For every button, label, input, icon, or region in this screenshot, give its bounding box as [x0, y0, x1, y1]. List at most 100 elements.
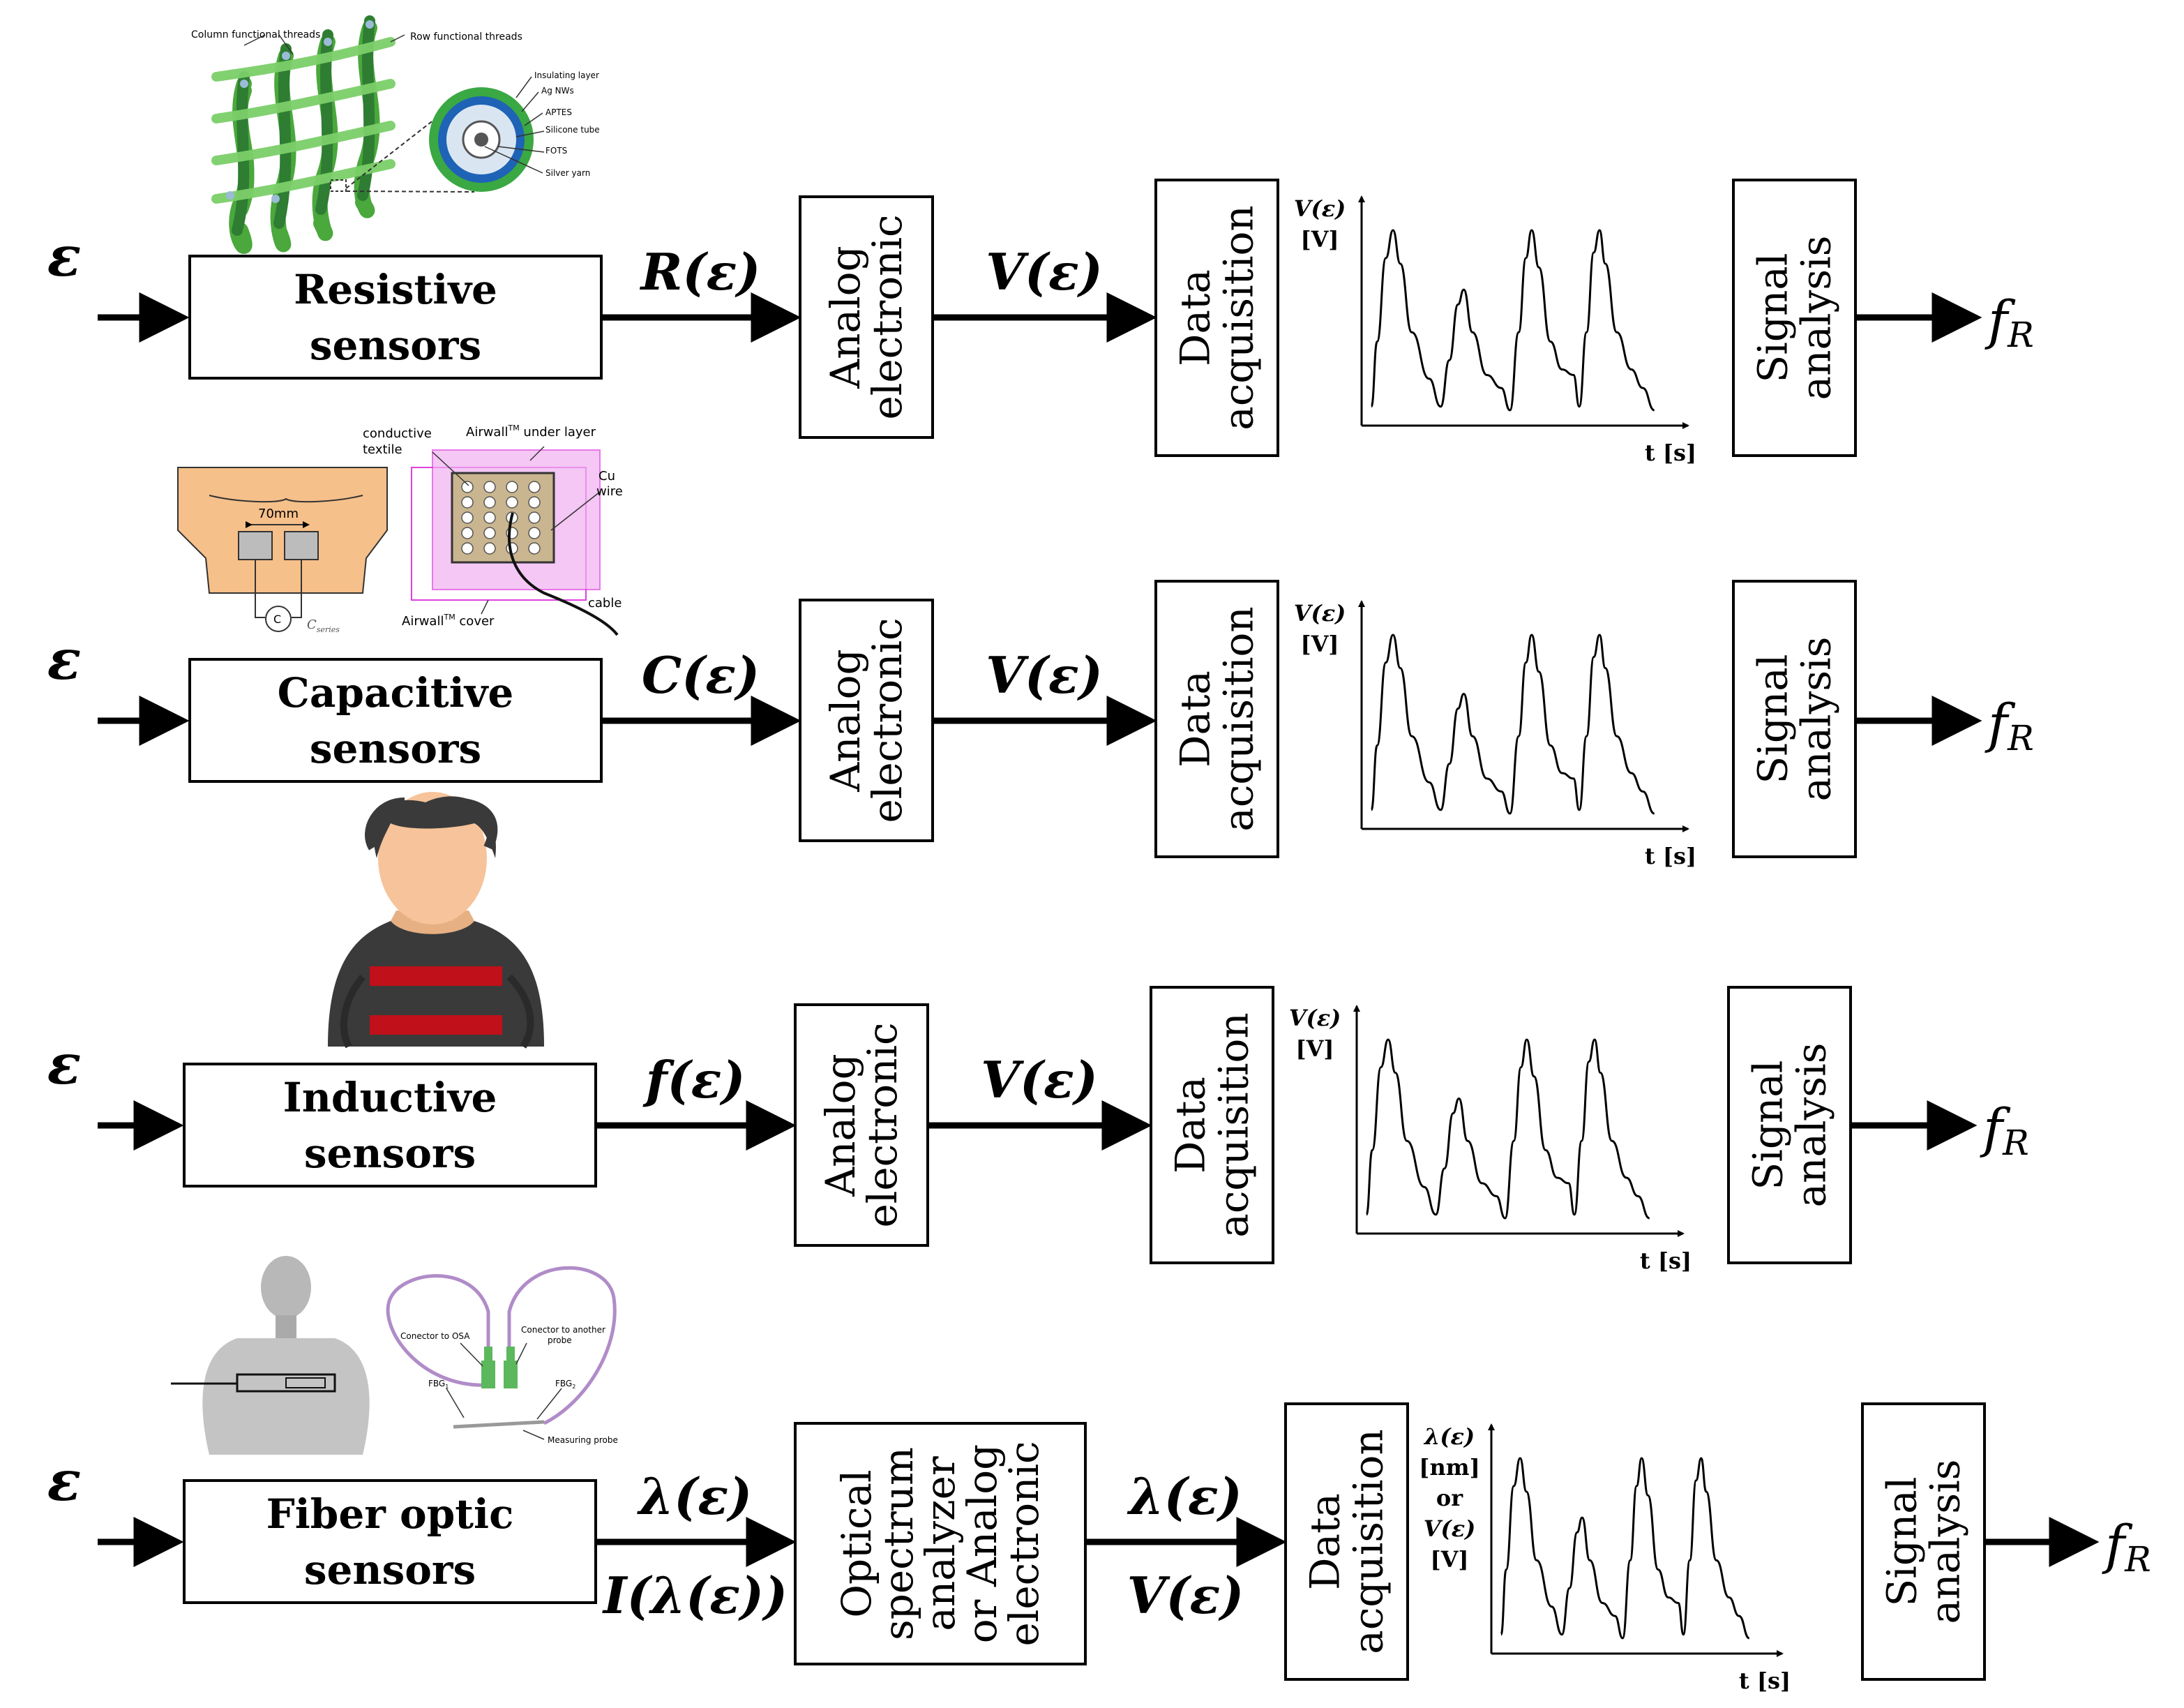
airwall-dot — [506, 496, 518, 509]
sensor-label-line1: Inductive — [283, 1074, 497, 1121]
daq-label-line: Data — [1167, 1077, 1214, 1174]
label-silver-yarn: Silver yarn — [545, 168, 590, 178]
airwall-dot — [461, 496, 474, 509]
airwall-dot — [528, 481, 541, 493]
fiber-optic-illustration: Conector to OSA Conector to another prob… — [171, 1256, 618, 1455]
output-quantity: V(ε) — [986, 242, 1103, 301]
airwall-dot — [461, 481, 474, 493]
daq-label-line: Data — [1302, 1493, 1349, 1590]
analysis-label-line: analysis — [1793, 236, 1840, 400]
conditioner-label-line: Optical — [833, 1469, 880, 1617]
signal-curve — [1365, 1038, 1650, 1220]
resistive-textile-illustration: Column functional threads Row functional… — [191, 15, 600, 254]
daq-label-line: Data — [1172, 269, 1219, 366]
label-conector-another: Conector to another — [521, 1325, 605, 1335]
y-axis-label-line: [V] — [1430, 1546, 1468, 1573]
daq-box — [1284, 1402, 1409, 1681]
label-cable: cable — [588, 596, 622, 610]
input-epsilon: ε — [47, 1448, 82, 1513]
sensed-quantity: R(ε) — [640, 242, 761, 301]
capacitive-textile-illustration: 70mm C Cseries conductive textile Airwal… — [177, 424, 623, 636]
y-axis-label-line: V(ε) — [1294, 600, 1346, 627]
label-fbg1: FBG1 — [428, 1379, 449, 1390]
sensor-box-resistive — [188, 255, 603, 380]
conditioner-label-line: electronic — [1000, 1441, 1048, 1646]
sensed-quantity-1: λ(ε) — [637, 1467, 752, 1526]
y-axis-label-line: V(ε) — [1424, 1515, 1476, 1542]
output-quantity: V(ε) — [981, 1050, 1098, 1109]
label-probe: probe — [548, 1335, 572, 1345]
y-axis-label-line: [nm] — [1419, 1454, 1479, 1481]
sensor-label-line2: sensors — [310, 725, 481, 772]
conditioner-label-line: Analog — [822, 649, 869, 792]
label-silicone-tube: Silicone tube — [545, 125, 600, 135]
daq-box — [1150, 986, 1274, 1264]
airwall-dot — [483, 481, 496, 493]
label-ag-nws: Ag NWs — [541, 86, 574, 96]
label-aptes: APTES — [545, 107, 572, 117]
signal-curve — [1500, 1457, 1750, 1640]
signal-analysis-box — [1732, 580, 1857, 858]
output-frequency: fR — [1980, 1097, 2029, 1163]
sensor-box-fiber — [183, 1479, 597, 1604]
x-axis-label: t [s] — [1739, 1668, 1791, 1694]
y-axis-label-line: V(ε) — [1294, 195, 1346, 222]
sensor-label-line1: Capacitive — [278, 669, 514, 717]
x-axis-label: t [s] — [1645, 843, 1696, 869]
daq-label-line: acquisition — [1215, 606, 1263, 832]
sensor-label-line1: Resistive — [294, 266, 497, 313]
label-insulating-layer: Insulating layer — [534, 70, 599, 80]
signal-analysis-box — [1727, 986, 1852, 1264]
input-epsilon: ε — [47, 223, 82, 289]
conditioner-label-line: electronic — [864, 617, 911, 823]
sensor-label-line1: Fiber optic — [266, 1490, 514, 1538]
conditioner-box — [799, 599, 934, 842]
daq-label-line: acquisition — [1345, 1429, 1392, 1654]
sensed-quantity-2: I(λ(ε)) — [602, 1566, 788, 1625]
analysis-label-line: analysis — [1793, 637, 1840, 802]
sensor-box-inductive — [183, 1063, 597, 1188]
airwall-dot — [528, 542, 541, 555]
output-frequency: fR — [2102, 1513, 2151, 1580]
conditioner-label-line: electronic — [859, 1022, 906, 1227]
label-70mm: 70mm — [258, 507, 299, 521]
label-wire: wire — [596, 484, 623, 499]
label-conductive: conductive — [363, 426, 432, 441]
analysis-label-line: analysis — [1922, 1460, 1969, 1624]
y-axis-label-line: V(ε) — [1289, 1005, 1341, 1031]
y-axis-label-line: λ(ε) — [1423, 1423, 1475, 1450]
inductive-person-illustration — [328, 792, 544, 1049]
daq-label-line: Data — [1172, 671, 1219, 767]
daq-label-line: acquisition — [1210, 1012, 1258, 1238]
label-textile: textile — [363, 442, 402, 457]
airwall-dot — [506, 481, 518, 493]
sensor-box-capacitive — [188, 658, 603, 783]
sensor-label-line2: sensors — [310, 322, 481, 369]
output-frequency: fR — [1985, 692, 2034, 758]
label-measuring-probe: Measuring probe — [548, 1435, 618, 1445]
label-fbg2: FBG2 — [555, 1379, 575, 1390]
signal-curve — [1370, 634, 1655, 815]
sensor-label-line2: sensors — [304, 1546, 476, 1594]
label-c-series: Cseries — [307, 617, 340, 634]
airwall-dot — [528, 496, 541, 509]
analysis-label-line: Signal — [1749, 654, 1797, 784]
input-epsilon: ε — [47, 627, 82, 692]
sensed-quantity: C(ε) — [642, 645, 760, 705]
x-axis-label: t [s] — [1640, 1248, 1692, 1274]
airwall-dot — [483, 542, 496, 555]
conditioner-label-line: spectrum — [875, 1447, 922, 1640]
y-axis-label-line: [V] — [1295, 1035, 1334, 1062]
airwall-dot — [483, 511, 496, 524]
label-row-threads: Row functional threads — [410, 31, 522, 43]
conditioner-label-line: Analog — [817, 1054, 864, 1197]
label-column-threads: Column functional threads — [191, 29, 320, 40]
sensor-label-line2: sensors — [304, 1130, 476, 1177]
conditioner-label-line: or Analog — [958, 1444, 1006, 1644]
label-airwall-under: AirwallTM under layer — [466, 424, 596, 440]
analysis-label-line: analysis — [1788, 1043, 1835, 1208]
